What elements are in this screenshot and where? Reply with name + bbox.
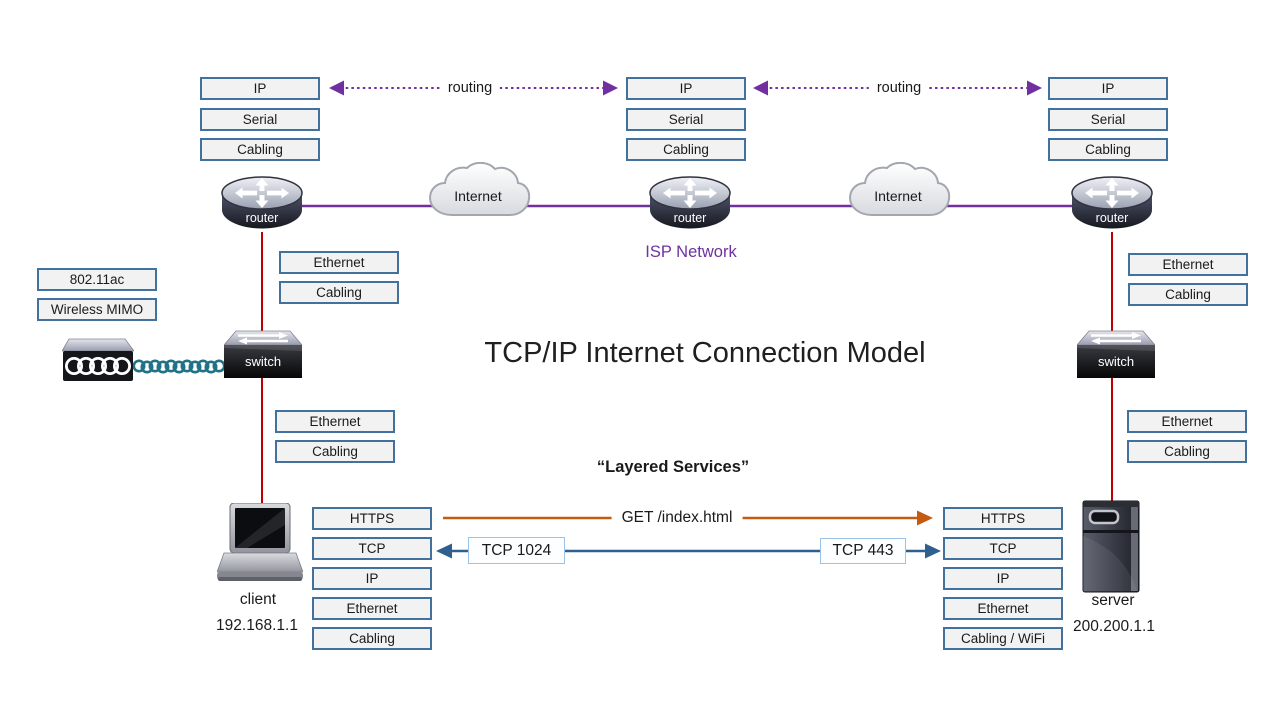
switch-arrows-glyph: [1091, 332, 1141, 345]
protocol-box: Ethernet: [1128, 253, 1248, 276]
client-name-label: client: [239, 591, 277, 608]
switch-icon-left: switch: [224, 330, 302, 378]
tcp-server-port-box: TCP 443: [820, 538, 906, 564]
http-request-label: GET /index.html: [611, 508, 743, 528]
router-icon-right: router: [1071, 176, 1153, 229]
protocol-box: Serial: [1048, 108, 1168, 131]
switch-label: switch: [245, 354, 281, 369]
protocol-box: HTTPS: [943, 507, 1063, 530]
router-icon-mid: router: [649, 176, 731, 229]
protocol-box: Ethernet: [279, 251, 399, 274]
protocol-box: Cabling: [1127, 440, 1247, 463]
router-arrows-glyph: [663, 178, 717, 208]
routing-arrow-right-head-left: [753, 80, 768, 96]
router-label: router: [246, 211, 279, 225]
internet-cloud-left: [428, 162, 531, 216]
layered-services-label: “Layered Services”: [596, 458, 750, 476]
tcp-session-arrowhead-right: [925, 543, 941, 559]
switch-icon-right: switch: [1077, 330, 1155, 378]
router-label: router: [674, 211, 707, 225]
routing-label-right: routing: [868, 79, 930, 97]
internet-cloud-right: [848, 162, 951, 216]
switch-arrows-glyph: [238, 332, 288, 345]
server-ip-label: 200.200.1.1: [1073, 618, 1155, 635]
http-request-arrowhead: [917, 510, 933, 526]
protocol-box: Ethernet: [312, 597, 432, 620]
client-laptop-icon: [217, 503, 303, 581]
protocol-box: TCP: [312, 537, 432, 560]
switch-label: switch: [1098, 354, 1134, 369]
protocol-box: Serial: [200, 108, 320, 131]
protocol-box: TCP: [943, 537, 1063, 560]
access-point-icon: [62, 338, 134, 381]
isp-network-label: ISP Network: [645, 243, 737, 261]
protocol-box: IP: [312, 567, 432, 590]
wireless-link-coil: [132, 359, 226, 374]
server-name-label: server: [1091, 592, 1135, 609]
protocol-box: Serial: [626, 108, 746, 131]
router-arrows-glyph: [1085, 178, 1139, 208]
protocol-box: Cabling: [1048, 138, 1168, 161]
internet-label-right: Internet: [874, 188, 922, 204]
routing-label-left: routing: [439, 79, 501, 97]
protocol-box: IP: [1048, 77, 1168, 100]
protocol-box: Cabling: [200, 138, 320, 161]
protocol-box: Ethernet: [943, 597, 1063, 620]
protocol-box: HTTPS: [312, 507, 432, 530]
tcp-session-arrowhead-left: [436, 543, 452, 559]
protocol-box: Cabling: [1128, 283, 1248, 306]
protocol-box: Cabling: [279, 281, 399, 304]
protocol-box: Cabling / WiFi: [943, 627, 1063, 650]
routing-arrow-right-head-right: [1027, 80, 1042, 96]
client-ip-label: 192.168.1.1: [216, 617, 298, 634]
protocol-box: Wireless MIMO: [37, 298, 157, 321]
router-arrows-glyph: [235, 178, 289, 208]
internet-label-left: Internet: [454, 188, 502, 204]
protocol-box: 802.11ac: [37, 268, 157, 291]
routing-arrow-left-head-left: [329, 80, 344, 96]
protocol-box: IP: [200, 77, 320, 100]
protocol-box: Ethernet: [275, 410, 395, 433]
protocol-box: IP: [626, 77, 746, 100]
protocol-box: Ethernet: [1127, 410, 1247, 433]
diagram-title: TCP/IP Internet Connection Model: [484, 337, 926, 369]
protocol-box: Cabling: [626, 138, 746, 161]
protocol-box: Cabling: [312, 627, 432, 650]
router-icon-left: router: [221, 176, 303, 229]
protocol-box: Cabling: [275, 440, 395, 463]
server-tower-icon: [1082, 500, 1140, 593]
tcp-client-port-box: TCP 1024: [468, 537, 565, 564]
routing-arrow-left-head-right: [603, 80, 618, 96]
protocol-box: IP: [943, 567, 1063, 590]
chain-rings-glyph: [65, 356, 132, 375]
router-label: router: [1096, 211, 1129, 225]
